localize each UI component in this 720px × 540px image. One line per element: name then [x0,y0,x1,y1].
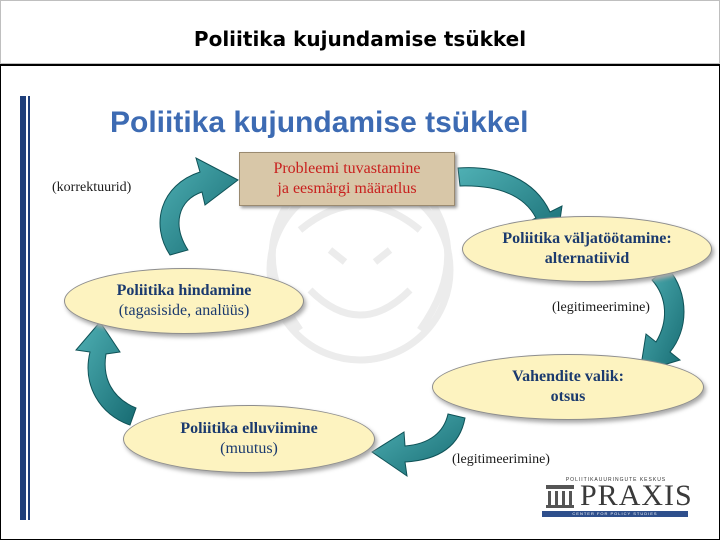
evaluation-line2: (tagasiside, analüüs) [118,302,250,319]
evaluation-ellipse: Poliitika hindamine (tagasiside, analüüs… [64,268,304,334]
logo-top-text: POLIITIKAUURINGUTE KESKUS [565,477,667,483]
slide-title-bar: Poliitika kujundamise tsükkel [0,0,720,64]
left-accent-bar [20,96,26,520]
choice-line1: Vahendite valik: [512,368,624,385]
slide-title: Poliitika kujundamise tsükkel [193,27,527,51]
implementation-line1: Poliitika elluviimine [180,420,318,437]
arrow-implementation-to-evaluation [75,321,137,426]
choice-ellipse: Vahendite valik: otsus [432,354,704,420]
choice-line2: otsus [550,388,586,405]
problem-line1: Probleemi tuvastamine [273,160,421,177]
praxis-logo: POLIITIKAUURINGUTE KESKUS PRAXIS CENTER … [538,473,693,517]
implementation-ellipse: Poliitika elluviimine (muutus) [123,405,375,473]
logo-band: CENTER FOR POLICY STUDIES [542,511,688,517]
arrow-evaluation-to-problem [159,157,239,256]
implementation-line2: (muutus) [220,440,278,457]
note-legitimation-1: (legitimeerimine) [552,300,650,315]
left-accent-line [28,96,30,520]
evaluation-line1: Poliitika hindamine [116,282,252,299]
logo-bottom-text: CENTER FOR POLICY STUDIES [572,511,658,516]
development-line1: Poliitika väljatöötamine: [502,230,672,247]
logo-name: PRAXIS [580,479,693,512]
logo-emblem-icon [546,485,574,508]
problem-box: Probleemi tuvastamine ja eesmärgi määrat… [239,152,455,206]
note-legitimation-2: (legitimeerimine) [452,452,550,467]
development-line2: alternatiivid [544,250,630,267]
arrow-choice-to-implementation [371,413,466,478]
note-correction: (korrektuurid) [52,180,132,195]
diagram-title: Poliitika kujundamise tsükkel [110,106,529,139]
arrow-development-to-choice [639,267,685,373]
development-ellipse: Poliitika väljatöötamine: alternatiivid [462,216,712,282]
problem-line2: ja eesmärgi määratlus [277,180,417,197]
